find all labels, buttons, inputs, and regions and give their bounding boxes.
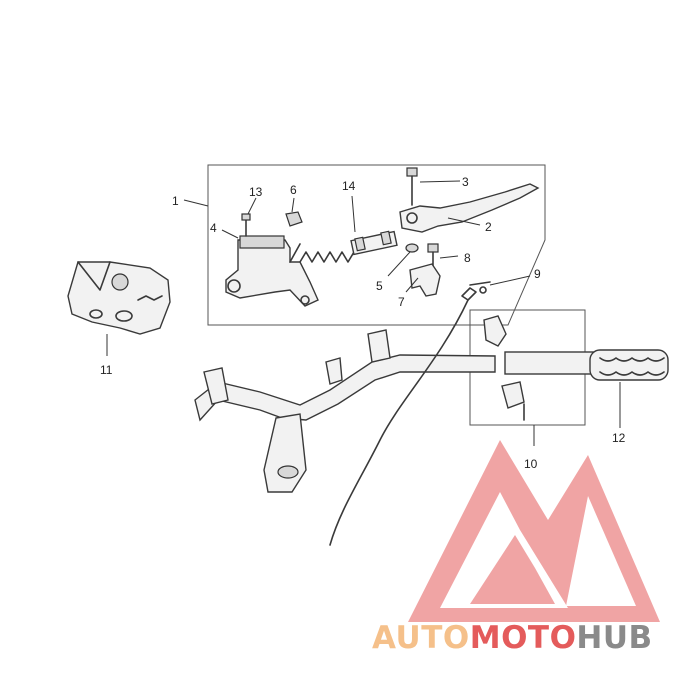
- callout-4: 4: [210, 221, 217, 235]
- callout-1: 1: [172, 194, 179, 208]
- switch-housing-11: [67, 261, 171, 335]
- throttle-assembly-10: [483, 315, 601, 421]
- fitting-9: [461, 281, 491, 301]
- group-frame-brake: [207, 164, 546, 326]
- spring-piston-14: [299, 230, 398, 263]
- callout-10: 10: [524, 457, 538, 471]
- watermark-logo: [408, 440, 660, 622]
- master-cylinder: [225, 235, 319, 307]
- callout-7: 7: [398, 295, 405, 309]
- clamp-7: [409, 263, 441, 297]
- leader-lines: [106, 180, 621, 446]
- watermark-hub: HUB: [576, 620, 652, 656]
- callout-6: 6: [290, 183, 297, 197]
- grip-12: [589, 349, 669, 381]
- callout-3: 3: [462, 175, 469, 189]
- callout-labels: 1 2 3 4 5 6 7 8 9 10 11 12 13 14: [100, 175, 626, 471]
- logo-right-cut: [566, 496, 636, 606]
- throttle-cable: [329, 299, 469, 546]
- callout-2: 2: [485, 220, 492, 234]
- callout-13: 13: [249, 185, 263, 199]
- watermark-text: AUTOMOTOHUB: [372, 620, 653, 656]
- watermark-moto: MOTO: [470, 620, 577, 656]
- screw-13: [241, 213, 251, 237]
- callout-12: 12: [612, 431, 626, 445]
- callout-5: 5: [376, 279, 383, 293]
- handlebar: [194, 329, 496, 493]
- brake-lever-2: [399, 183, 540, 233]
- watermark-auto: AUTO: [372, 620, 470, 656]
- washer-5: [405, 243, 419, 253]
- logo-inner-triangle: [470, 535, 555, 604]
- callout-9: 9: [534, 267, 541, 281]
- callout-11: 11: [100, 363, 113, 377]
- cap-6: [285, 211, 303, 227]
- bolt-3: [406, 167, 418, 206]
- callout-14: 14: [342, 179, 356, 193]
- callout-8: 8: [464, 251, 471, 265]
